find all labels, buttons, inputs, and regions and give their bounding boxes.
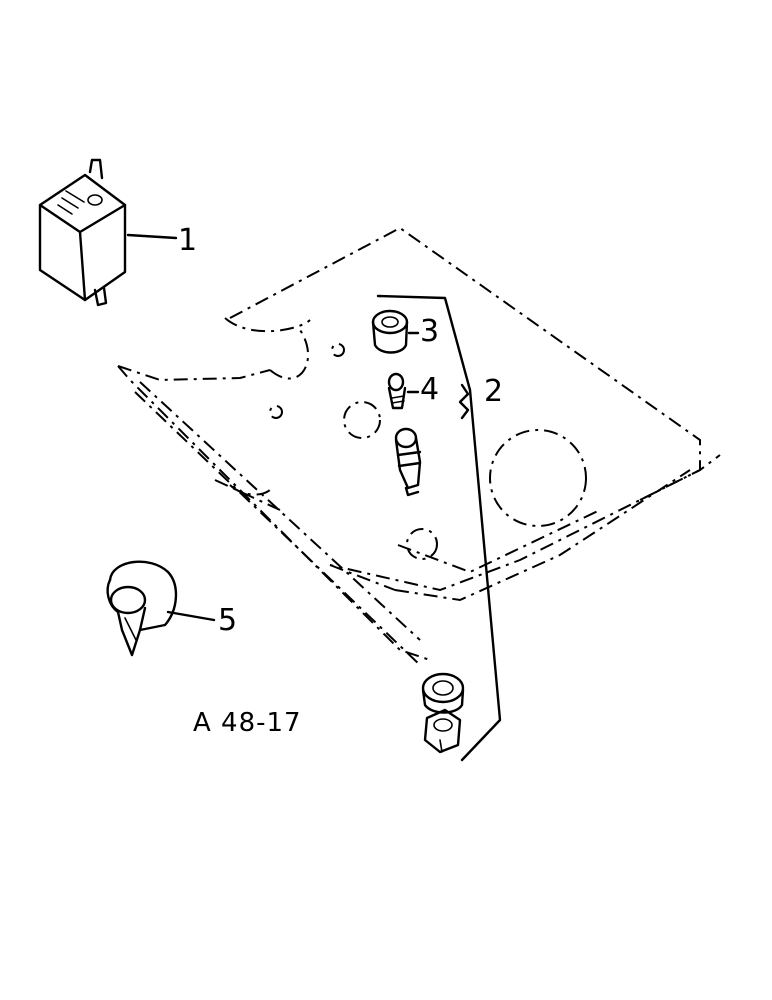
nut-and-washer	[421, 672, 465, 754]
mounting-panel	[117, 226, 721, 602]
callout-2: 2	[484, 374, 504, 409]
callout-3: 3	[420, 314, 440, 349]
callout-5: 5	[218, 603, 238, 638]
assembly-bracket-line	[376, 294, 502, 762]
indicator-lamp-4	[387, 372, 420, 410]
switch-knob-5	[106, 560, 216, 657]
lower-bracket	[117, 365, 431, 666]
flasher-relay	[38, 158, 178, 307]
figure-reference: A 48-17	[193, 708, 302, 738]
lamp-holder	[394, 427, 422, 497]
callout-1: 1	[178, 223, 198, 258]
brace-2	[458, 383, 470, 420]
grommet-3	[371, 309, 420, 354]
callout-4: 4	[420, 372, 440, 407]
